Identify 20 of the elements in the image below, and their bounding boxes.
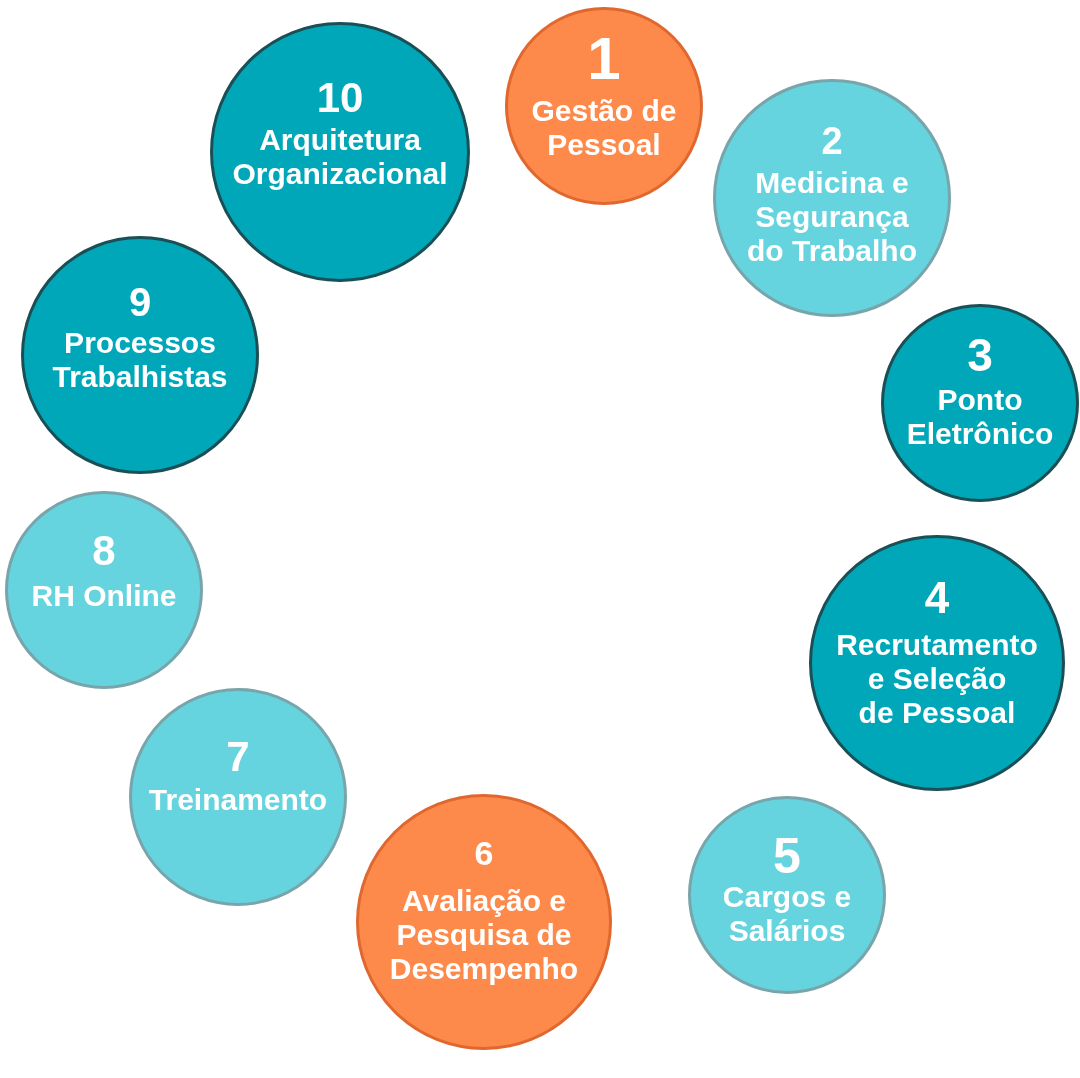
step-number: 5 bbox=[773, 831, 801, 881]
step-number: 4 bbox=[924, 576, 950, 620]
topic-label: Cargos e Salários bbox=[722, 880, 852, 948]
topic-label: RH Online bbox=[31, 579, 177, 613]
step-number: 7 bbox=[226, 736, 250, 778]
step-number: 8 bbox=[92, 530, 116, 572]
topic-label: Medicina e Segurança do Trabalho bbox=[747, 166, 917, 268]
step-number: 10 bbox=[316, 77, 364, 119]
topic-label: Avaliação e Pesquisa de Desempenho bbox=[389, 884, 579, 986]
step-number: 3 bbox=[967, 332, 993, 378]
step-number: 9 bbox=[128, 282, 152, 322]
topic-label: Processos Trabalhistas bbox=[52, 326, 228, 394]
topic-label: Arquitetura Organizacional bbox=[232, 123, 448, 191]
step-number: 2 bbox=[821, 122, 843, 160]
topic-label: Treinamento bbox=[148, 783, 328, 817]
topic-label: Recrutamento e Seleção de Pessoal bbox=[836, 628, 1038, 730]
step-number: 6 bbox=[474, 836, 494, 870]
topic-label: Gestão de Pessoal bbox=[531, 94, 677, 162]
step-number: 1 bbox=[587, 29, 621, 89]
topic-label: Ponto Eletrônico bbox=[906, 383, 1054, 451]
